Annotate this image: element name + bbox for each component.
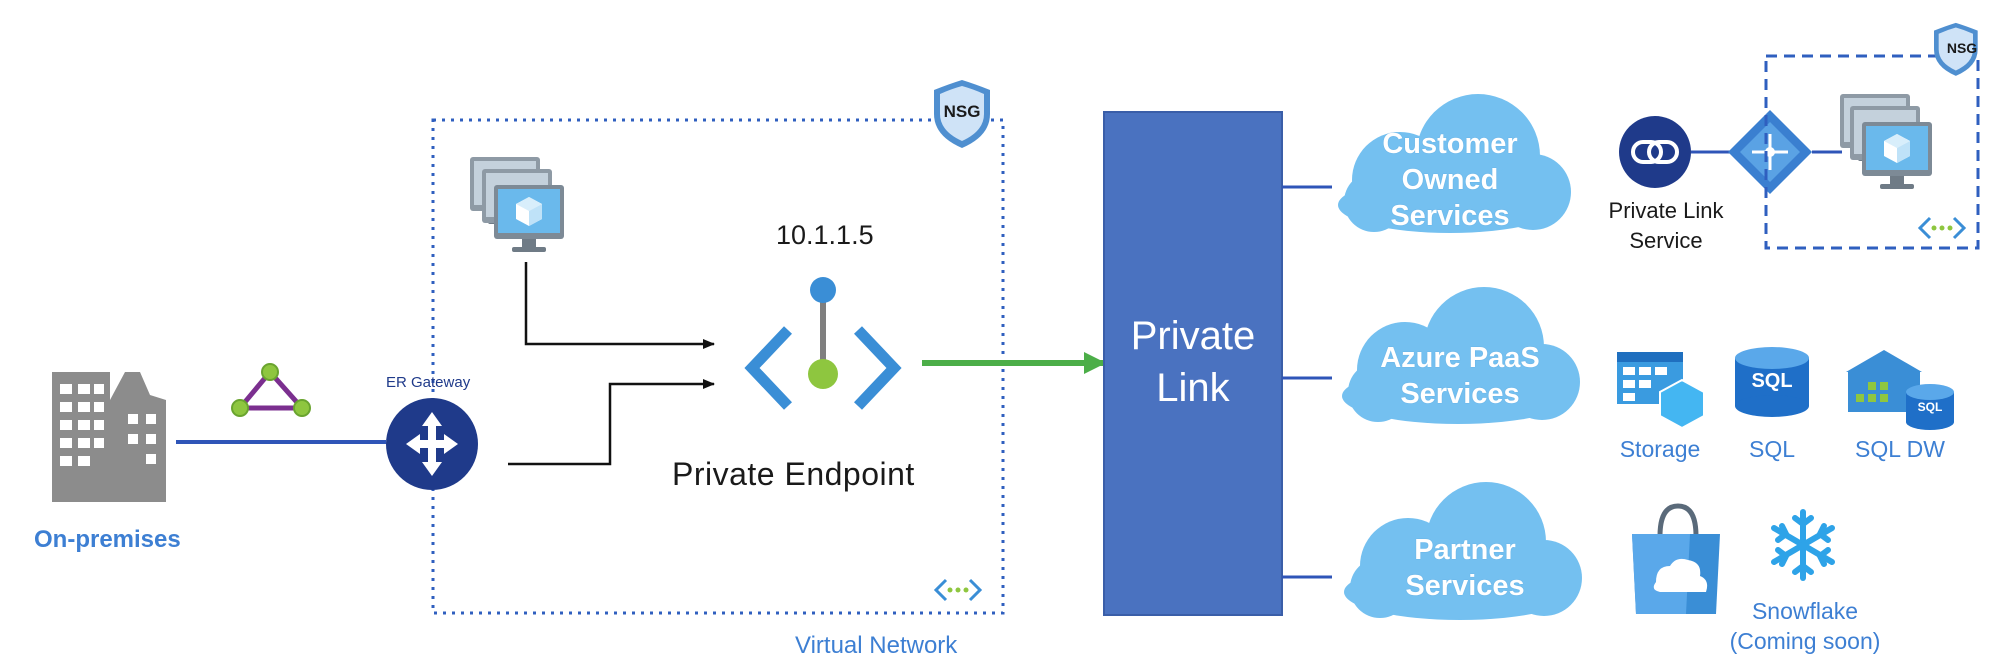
- expressroute-circuit-icon: [231, 363, 311, 417]
- private-endpoint-label: Private Endpoint: [672, 456, 915, 492]
- sql-dw-label: SQL DW: [1855, 436, 1945, 462]
- vnet-symbol-icon-provider: [1917, 216, 1967, 240]
- storage-label: Storage: [1619, 436, 1701, 462]
- sql-data-warehouse-icon: [1846, 350, 1954, 430]
- pls-line1: Private Link: [1608, 198, 1724, 223]
- private-endpoint-ip: 10.1.1.5: [776, 220, 874, 250]
- nsg-label: NSG: [943, 102, 981, 121]
- cloud-partner: [1344, 482, 1582, 620]
- provider-vnet-boundary: [1764, 54, 1980, 250]
- snowflake-line1: Snowflake: [1751, 598, 1859, 624]
- private-link-label: Private Link: [1104, 310, 1282, 414]
- cloud-partner-line2: Services: [1405, 570, 1525, 602]
- load-balancer-icon: [1728, 110, 1812, 194]
- sql-icon-text: SQL: [1751, 370, 1793, 392]
- building-icon: [52, 372, 166, 502]
- sql-label: SQL: [1748, 436, 1796, 462]
- gateway-to-endpoint-arrow: [508, 379, 715, 466]
- gateway-router-icon: [386, 398, 478, 490]
- on-premises-label: On-premises: [34, 526, 181, 553]
- private-link-line1: Private: [1130, 314, 1256, 358]
- virtual-network-label: Virtual Network: [795, 632, 958, 659]
- snowflake-icon: [1771, 509, 1835, 581]
- pls-line2: Service: [1629, 228, 1703, 253]
- cloud-paas-text: Azure PaaS Services: [1355, 340, 1565, 412]
- cloud-customer-text: Customer Owned Services: [1350, 126, 1550, 234]
- vnet-symbol-icon: [933, 578, 983, 602]
- cloud-paas-line2: Services: [1400, 378, 1520, 410]
- snowflake-label: Snowflake (Coming soon): [1720, 596, 1890, 656]
- nsg-label-provider: NSG: [1946, 40, 1978, 56]
- vm-to-endpoint-arrow: [524, 262, 715, 349]
- er-gateway-label: ER Gateway: [386, 374, 471, 391]
- cloud-partner-line1: Partner: [1414, 534, 1516, 566]
- private-endpoint-icon: [744, 277, 902, 410]
- private-link-line2: Link: [1156, 366, 1230, 410]
- virtual-machines-icon: [470, 157, 564, 252]
- snowflake-line2: (Coming soon): [1729, 628, 1881, 654]
- private-link-service-label: Private Link Service: [1596, 196, 1736, 256]
- cloud-azure-paas: [1342, 287, 1580, 424]
- cloud-customer-line1: Customer: [1382, 128, 1518, 160]
- sql-database-icon: [1735, 347, 1809, 417]
- storage-icon: [1617, 352, 1705, 430]
- marketplace-bag-icon: [1632, 503, 1720, 614]
- sql-dw-icon-text: SQL: [1917, 400, 1943, 414]
- private-link-service-icon: [1619, 116, 1691, 188]
- cloud-customer-owned: [1338, 94, 1571, 233]
- cloud-paas-line1: Azure PaaS: [1380, 342, 1540, 374]
- cloud-customer-line2: Owned: [1401, 164, 1499, 196]
- cloud-partner-text: Partner Services: [1365, 532, 1565, 604]
- provider-virtual-machines-icon: [1840, 94, 1932, 189]
- cloud-customer-line3: Services: [1390, 200, 1510, 232]
- private-link-box: [1103, 111, 1283, 616]
